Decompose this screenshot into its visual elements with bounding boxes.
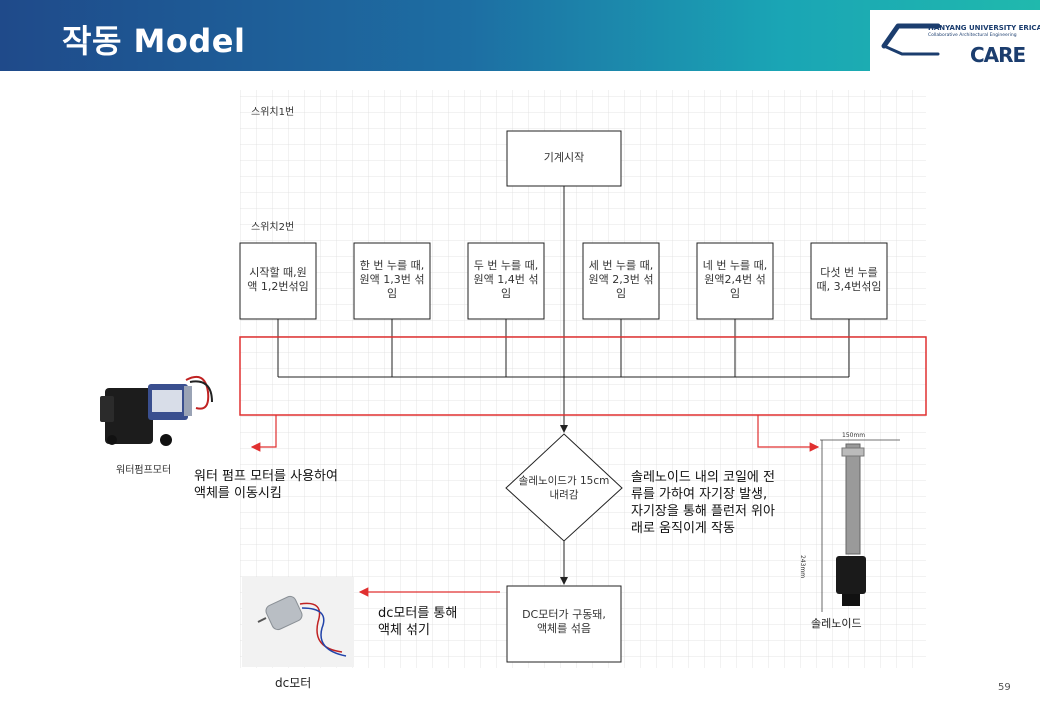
- switch-boxes: [239, 242, 888, 320]
- water-pump-image: [100, 376, 213, 446]
- solenoid-image: [820, 439, 900, 612]
- page-number: 59: [998, 682, 1011, 693]
- slide-title: 작동 Model: [62, 22, 246, 60]
- start-box-label: 기계시작: [543, 151, 585, 164]
- red-arrow-to-pump-note: [250, 415, 277, 452]
- pump-caption: 워터펌프모터: [116, 465, 172, 476]
- solenoid-caption: 솔레노이드: [811, 617, 862, 630]
- switch-connectors: [277, 319, 850, 378]
- switch-box-5: [810, 242, 888, 320]
- logo-department-text: Collaborative Architectural Engineering: [928, 33, 1017, 38]
- switch2-label: 스위치2번: [251, 222, 295, 233]
- dc-motor-caption: dc모터: [275, 676, 312, 690]
- solenoid-dim-top: 150mm: [842, 432, 866, 439]
- switch-box-3: [582, 242, 660, 320]
- dc-motor-image: [242, 577, 354, 667]
- switch-box-2: [467, 242, 545, 320]
- switch-box-1: [353, 242, 431, 320]
- red-arrow-to-solenoid: [757, 415, 820, 452]
- switch-box-4: [696, 242, 774, 320]
- solenoid-dim-side: 243mm: [799, 555, 806, 579]
- dc-motor-box-label: DC모터가 구동돼,액체를 섞음: [522, 608, 606, 635]
- care-logo-mark-icon: [881, 23, 940, 56]
- university-logo: HANYANG UNIVERSITY ERICA Collaborative A…: [870, 10, 1040, 71]
- red-highlight-frame: [239, 336, 927, 416]
- header-bar: 작동 Model HANYANG UNIVERSITY ERICA Collab…: [0, 0, 1040, 71]
- dc-motor-box: [506, 585, 622, 663]
- switch-box-0: [239, 242, 317, 320]
- logo-university-text: HANYANG UNIVERSITY ERICA: [928, 24, 1040, 32]
- logo-brand-text: CARE: [970, 43, 1026, 67]
- switch1-label: 스위치1번: [251, 107, 295, 118]
